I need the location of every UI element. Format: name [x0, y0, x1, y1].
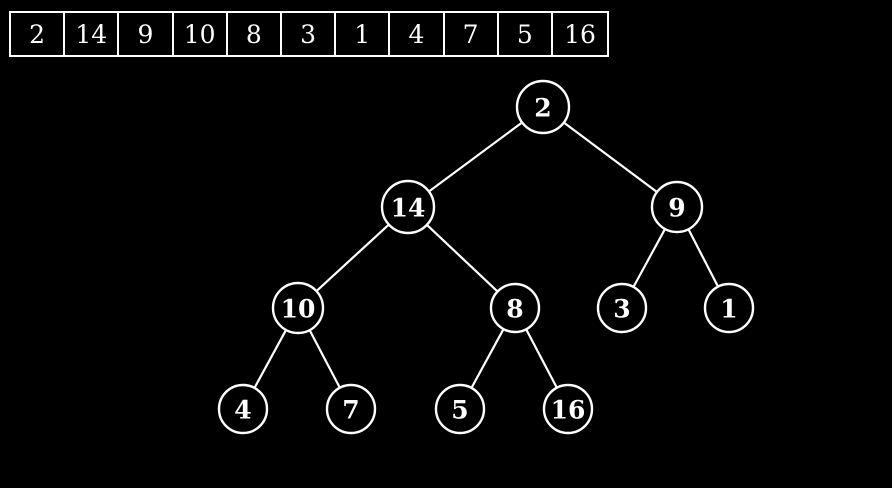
tree-node[interactable]: 10 [271, 281, 325, 335]
tree-edge [426, 120, 525, 194]
tree-node[interactable]: 4 [217, 383, 269, 435]
tree-edge [308, 328, 342, 390]
tree-edge [631, 226, 667, 289]
tree-node-circle[interactable] [271, 281, 325, 335]
tree-edge [686, 227, 720, 289]
tree-node-label: 16 [551, 396, 586, 425]
tree-node-label: 7 [342, 396, 359, 425]
tree-node[interactable]: 8 [489, 282, 541, 334]
tree-node[interactable]: 3 [596, 282, 648, 334]
tree-node[interactable]: 14 [380, 179, 436, 235]
tree-edge [469, 327, 506, 390]
tree-edge [314, 222, 391, 293]
tree-node-label: 5 [451, 396, 468, 425]
tree-edge [425, 223, 500, 294]
tree-node-label: 2 [534, 94, 551, 123]
tree-node-circle[interactable] [596, 282, 648, 334]
tree-node[interactable]: 16 [542, 383, 594, 435]
tree-node[interactable]: 5 [434, 383, 486, 435]
array-cell[interactable]: 9 [119, 13, 174, 55]
array-cell[interactable]: 5 [498, 13, 553, 55]
tree-node-circle[interactable] [650, 180, 704, 234]
tree-node-circle[interactable] [380, 179, 436, 235]
array-cell[interactable]: 14 [65, 13, 120, 55]
tree-edge [524, 327, 559, 390]
tree-node-label: 4 [234, 396, 251, 425]
tree-node-label: 3 [613, 295, 630, 324]
tree-node[interactable]: 9 [650, 180, 704, 234]
array-cell[interactable]: 10 [173, 13, 228, 55]
tree-node-label: 1 [720, 295, 737, 324]
array-cell[interactable]: 2 [11, 13, 66, 55]
tree-node-circle[interactable] [703, 282, 755, 334]
tree-edge-layer [252, 120, 720, 390]
array-cell[interactable]: 7 [444, 13, 499, 55]
tree-node-circle[interactable] [434, 383, 486, 435]
tree-node-circle[interactable] [325, 383, 377, 435]
tree-node-circle[interactable] [542, 383, 594, 435]
tree-edge [561, 120, 659, 194]
array-cell[interactable]: 4 [390, 13, 445, 55]
tree-node-label: 14 [391, 194, 426, 223]
tree-node[interactable]: 2 [515, 79, 571, 135]
tree-node-label: 8 [506, 295, 523, 324]
tree-node-label: 9 [668, 194, 685, 223]
tree-node[interactable]: 1 [703, 282, 755, 334]
tree-edge [252, 327, 288, 390]
tree-node-label: 10 [281, 295, 316, 324]
array-cell[interactable]: 3 [281, 13, 337, 55]
tree-node[interactable]: 7 [325, 383, 377, 435]
array-cell[interactable]: 1 [336, 13, 391, 55]
array-cell[interactable]: 8 [227, 13, 282, 55]
array-cell[interactable]: 16 [552, 13, 608, 55]
tree-node-circle[interactable] [515, 79, 571, 135]
tree-node-circle[interactable] [489, 282, 541, 334]
tree-node-circle[interactable] [217, 383, 269, 435]
